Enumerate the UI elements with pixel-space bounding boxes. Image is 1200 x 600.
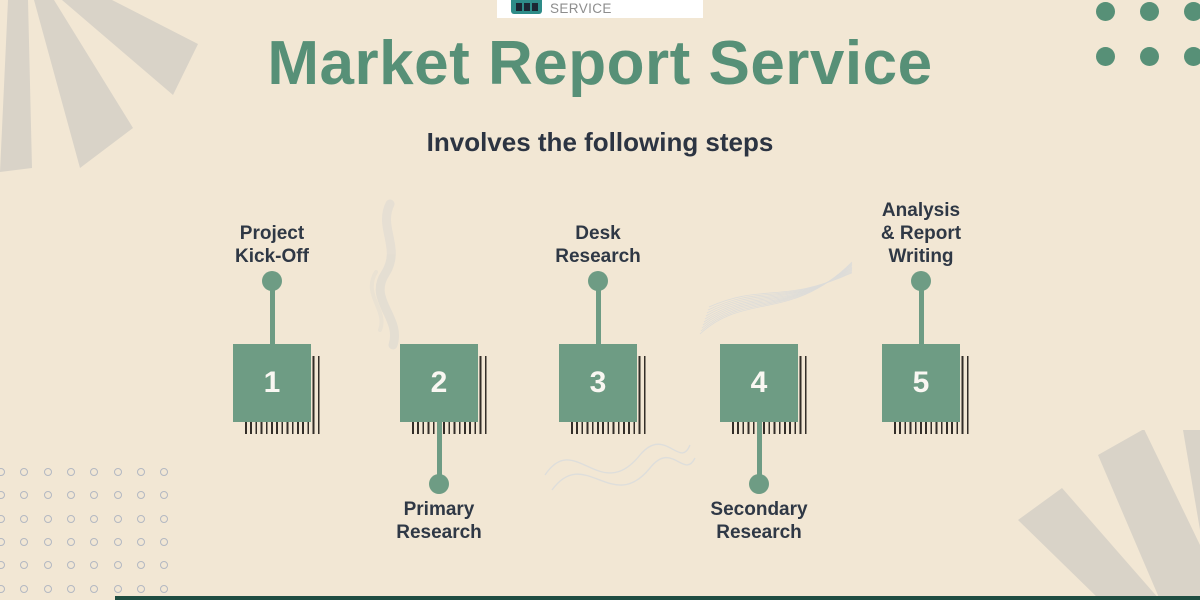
step-4-secondary-research: 4 Secondary Research (679, 195, 839, 555)
step-square: 3 (559, 344, 637, 422)
page-subtitle: Involves the following steps (426, 127, 774, 157)
top-right-dots-decoration (1096, 2, 1200, 72)
step-label: Project Kick-Off (235, 223, 309, 267)
connector-dot (429, 474, 449, 494)
connector-line (595, 281, 601, 344)
step-number: 4 (750, 366, 768, 399)
logo-text: SERVICE (550, 1, 612, 16)
logo-card: SERVICE (497, 0, 703, 18)
step-number: 2 (430, 366, 448, 399)
step-1-project-kick-off: Project Kick-Off 1 (192, 195, 352, 555)
step-square: 4 (720, 344, 798, 422)
step-label: Desk Research (555, 223, 641, 267)
bottom-left-rings-decoration (0, 468, 177, 600)
step-3-desk-research: Desk Research 3 (518, 195, 678, 555)
bottom-accent-bar (115, 596, 1200, 600)
step-square: 5 (882, 344, 960, 422)
step-square: 1 (233, 344, 311, 422)
step-number: 1 (263, 366, 281, 399)
connector-line (918, 281, 924, 344)
step-square: 2 (400, 344, 478, 422)
step-label: Analysis & Report Writing (880, 200, 962, 267)
step-label: Secondary Research (710, 499, 808, 543)
connector-line (269, 281, 275, 344)
connector-dot (749, 474, 769, 494)
page-title: Market Report Service (267, 29, 933, 98)
step-2-primary-research: 2 Primary Research (359, 195, 519, 555)
step-number: 5 (912, 366, 930, 399)
step-number: 3 (589, 366, 607, 399)
step-label: Primary Research (396, 499, 482, 543)
connector-line (436, 422, 442, 484)
connector-line (756, 422, 762, 484)
step-5-analysis-report-writing: Analysis & Report Writing 5 (841, 195, 1001, 555)
bottom-right-rays-decoration (1018, 430, 1200, 600)
bar-chart-icon (511, 0, 542, 14)
